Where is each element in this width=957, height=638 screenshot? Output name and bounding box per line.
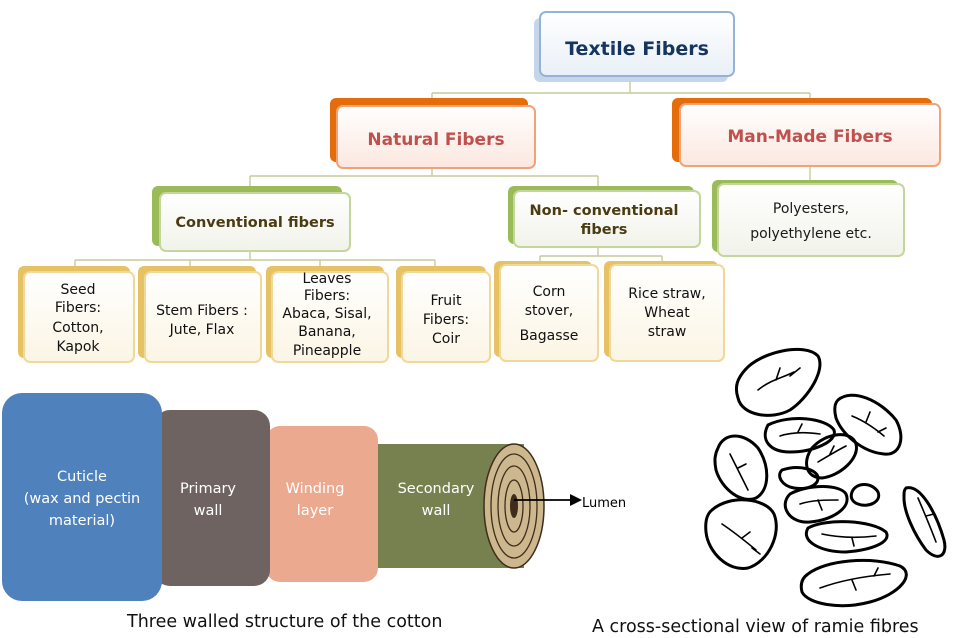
fruit-line3: Coir xyxy=(432,331,460,347)
secondary-label-line2: wall xyxy=(422,503,451,519)
node-fruit-fibers: Fruit Fibers: Coir xyxy=(396,266,491,363)
node-conventional-fibers: Conventional fibers xyxy=(152,186,351,252)
nonconventional-label-line2: fibers xyxy=(581,222,628,238)
nonconventional-label-line1: Non- conventional xyxy=(530,203,679,219)
seed-line1: Seed xyxy=(61,282,96,298)
leaves-line4: Banana, xyxy=(298,324,356,340)
corn-line2: stover, xyxy=(525,303,573,319)
ramie-fibre-4 xyxy=(713,434,769,501)
ramie-fibre-6 xyxy=(778,466,820,490)
cotton-caption: Three walled structure of the cotton xyxy=(127,612,443,632)
stem-line2: Jute, Flax xyxy=(169,322,235,338)
fruit-line1: Fruit xyxy=(430,293,462,309)
cuticle-label-line3: material) xyxy=(49,513,115,529)
leaves-line5: Pineapple xyxy=(293,343,361,359)
ramie-fibre-3 xyxy=(763,417,836,454)
leaves-line3: Abaca, Sisal, xyxy=(282,306,371,322)
node-leaves-fibers: Leaves Fibers: Abaca, Sisal, Banana, Pin… xyxy=(266,266,389,363)
manmade-examples-line2: polyethylene etc. xyxy=(750,226,872,242)
seed-line2: Fibers: xyxy=(55,300,101,316)
conventional-label: Conventional fibers xyxy=(175,215,334,231)
corn-line3: Bagasse xyxy=(520,328,579,344)
cuticle-label-line2: (wax and pectin xyxy=(24,491,140,507)
ramie-fibre-10 xyxy=(804,520,889,554)
lumen-label: Lumen xyxy=(582,496,626,511)
winding-layer xyxy=(266,426,378,582)
natural-label: Natural Fibers xyxy=(367,130,504,150)
primary-label-line1: Primary xyxy=(180,481,236,497)
fruit-line2: Fibers: xyxy=(423,312,469,328)
ramie-fibre-7 xyxy=(783,485,849,524)
node-manmade-examples: Polyesters, polyethylene etc. xyxy=(712,180,905,257)
leaves-line2: Fibers: xyxy=(304,288,350,304)
manmade-examples-line1: Polyesters, xyxy=(773,201,849,217)
winding-label-line1: Winding xyxy=(286,481,345,497)
ramie-fibre-9 xyxy=(704,498,778,570)
cuticle-layer xyxy=(2,393,162,601)
manmade-label: Man-Made Fibers xyxy=(727,127,892,147)
rice-line1: Rice straw, xyxy=(628,286,705,302)
corn-line1: Corn xyxy=(533,284,566,300)
cuticle-label-line1: Cuticle xyxy=(57,469,107,485)
node-rice-straw: Rice straw, Wheat straw xyxy=(604,261,725,362)
root-label: Textile Fibers xyxy=(565,38,709,60)
ramie-cross-section-drawing xyxy=(704,347,947,608)
node-seed-fibers: Seed Fibers: Cotton, Kapok xyxy=(18,266,135,363)
ramie-fibre-8 xyxy=(849,483,881,507)
ramie-caption: A cross-sectional view of ramie fibres xyxy=(592,617,919,637)
rice-line2: Wheat xyxy=(644,305,690,321)
tree-connectors xyxy=(74,82,811,268)
stem-line1: Stem Fibers : xyxy=(156,303,248,319)
secondary-label-line1: Secondary xyxy=(398,481,475,497)
node-nonconventional-fibers: Non- conventional fibers xyxy=(508,186,701,248)
seed-line3: Cotton, xyxy=(52,320,103,336)
primary-wall-layer xyxy=(154,410,270,586)
node-stem-fibers: Stem Fibers : Jute, Flax xyxy=(138,266,262,363)
ramie-fibre-12 xyxy=(799,558,908,608)
ramie-fibre-2 xyxy=(833,393,903,456)
primary-label-line2: wall xyxy=(194,503,223,519)
seed-line4: Kapok xyxy=(56,339,100,355)
ramie-lumen-marks xyxy=(721,367,937,591)
ramie-fibre-1 xyxy=(734,347,822,417)
winding-label-line2: layer xyxy=(297,503,333,519)
node-natural-fibers: Natural Fibers xyxy=(330,98,536,169)
node-manmade-fibers: Man-Made Fibers xyxy=(672,98,941,167)
cotton-structure: Cuticle (wax and pectin material) Primar… xyxy=(2,393,626,601)
rice-line3: straw xyxy=(648,324,687,340)
node-textile-fibers: Textile Fibers xyxy=(534,11,735,82)
ramie-fibre-11 xyxy=(902,486,947,558)
node-corn-stover: Corn stover, Bagasse xyxy=(494,261,599,362)
leaves-line1: Leaves xyxy=(303,271,352,287)
